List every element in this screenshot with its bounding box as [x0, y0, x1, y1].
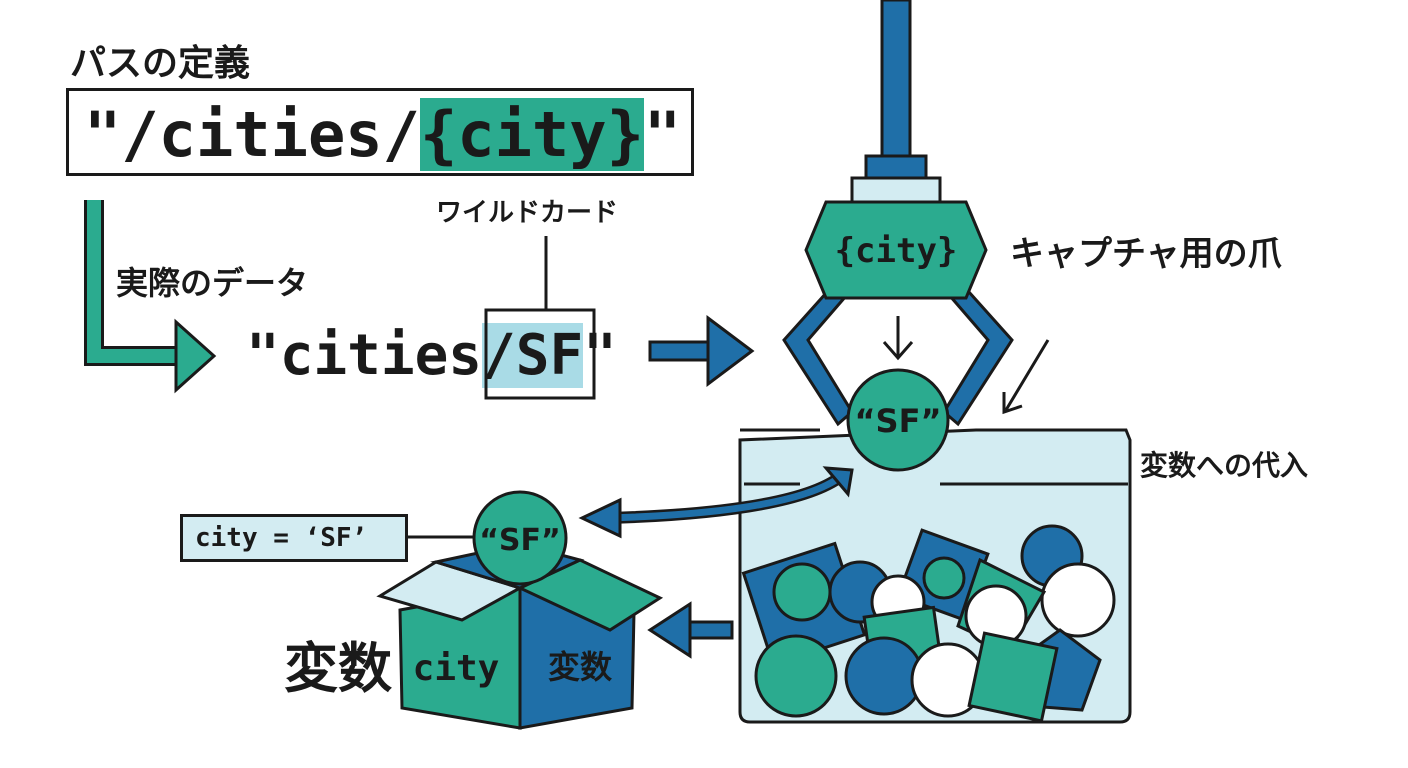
container-shapes — [741, 524, 1116, 723]
variable-label: 変数 — [284, 637, 392, 700]
data-highlight: /SF — [482, 323, 584, 388]
data-prefix: "cities — [246, 323, 483, 388]
teal-flow-arrow — [84, 200, 217, 394]
path-suffix: " — [643, 98, 682, 171]
captured-ball-text: “SF” — [855, 402, 942, 440]
to-claw-arrow — [648, 315, 755, 387]
box-front-text: city — [413, 648, 500, 689]
claw-head — [804, 200, 988, 300]
assign-arrow — [578, 466, 854, 539]
variable-box — [376, 542, 664, 730]
variable-ball-text: “SF” — [479, 523, 561, 558]
claw-pole — [850, 0, 942, 206]
variable-code-box: city = ‘SF’ — [180, 514, 408, 562]
side-diagonal-arrow — [1002, 339, 1050, 415]
to-box-arrow — [647, 601, 734, 659]
path-definition-text: "/cities/{city}" — [84, 98, 682, 171]
data-highlight-frame — [484, 308, 596, 400]
variable-ball — [472, 490, 568, 586]
claw-head-text: {city} — [835, 231, 958, 271]
path-prefix: "/cities/ — [84, 98, 420, 171]
claw-down-arrow — [882, 316, 914, 361]
wildcard-label: ワイルドカード — [436, 198, 619, 228]
path-wildcard: {city} — [419, 98, 644, 171]
assignment-label: 変数への代入 — [1140, 449, 1309, 482]
actual-data-text: "cities/SF" — [246, 323, 617, 388]
captured-ball — [846, 368, 950, 472]
box-side-text: 変数 — [548, 648, 613, 686]
actual-data-label: 実際のデータ — [116, 264, 309, 302]
claw-label: キャプチャ用の爪 — [1010, 234, 1282, 274]
data-suffix: " — [583, 323, 617, 388]
path-definition-title: パスの定義 — [70, 43, 251, 84]
